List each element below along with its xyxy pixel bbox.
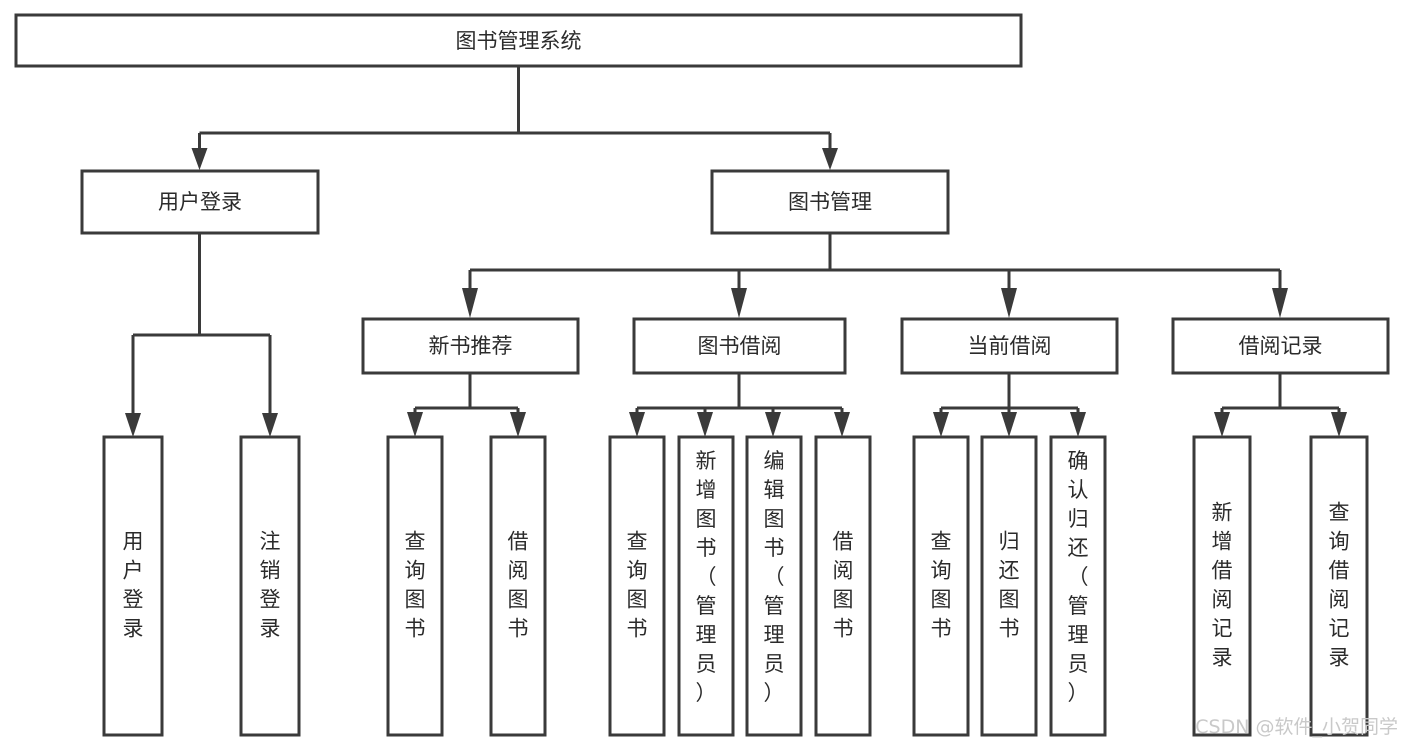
arrowhead-leaf-user-logout (262, 413, 278, 437)
node-book-manage-label: 图书管理 (788, 190, 872, 214)
node-user-login-label: 用户登录 (158, 190, 242, 214)
node-leaf-add-book-box[interactable] (677, 435, 735, 737)
arrowhead-new-book-rec (462, 288, 478, 318)
node-leaf-query-book-2-box[interactable] (608, 435, 666, 737)
node-leaf-add-record-label: 新增借阅记录 (1212, 501, 1233, 670)
node-user-login-box[interactable] (80, 169, 320, 235)
connectors-layer (125, 66, 1347, 437)
arrowhead-leaf-query-book-3 (933, 412, 949, 437)
node-leaf-add-book-label: 新增图书（管理员） (696, 449, 717, 705)
node-borrow-record-box[interactable] (1171, 317, 1390, 375)
node-leaf-edit-book-label: 编辑图书（管理员） (764, 449, 785, 705)
node-new-book-rec[interactable]: 新书推荐 (361, 317, 580, 375)
node-book-borrow-box[interactable] (632, 317, 847, 375)
node-leaf-user-login-label: 用户登录 (123, 530, 144, 641)
arrowhead-user-login (191, 148, 208, 170)
node-leaf-borrow-book-2[interactable]: 借阅图书 (814, 435, 872, 737)
node-leaf-user-logout-label: 注销登录 (260, 530, 281, 641)
node-book-manage-box[interactable] (710, 169, 950, 235)
node-leaf-return-book-box[interactable] (980, 435, 1038, 737)
node-leaf-user-logout[interactable]: 注销登录 (239, 435, 301, 737)
node-borrow-record[interactable]: 借阅记录 (1171, 317, 1390, 375)
node-borrow-record-label: 借阅记录 (1239, 334, 1323, 358)
node-leaf-user-login-box[interactable] (102, 435, 164, 737)
node-leaf-query-book-3[interactable]: 查询图书 (912, 435, 970, 737)
node-leaf-query-book-1-label: 查询图书 (405, 530, 426, 641)
arrowhead-leaf-confirm-return (1070, 412, 1086, 437)
node-new-book-rec-label: 新书推荐 (429, 334, 513, 358)
arrowhead-book-manage (822, 148, 838, 170)
node-leaf-add-record-box[interactable] (1192, 435, 1252, 737)
node-leaf-user-login[interactable]: 用户登录 (102, 435, 164, 737)
node-current-borrow-label: 当前借阅 (968, 334, 1052, 358)
node-leaf-borrow-book-2-label: 借阅图书 (833, 530, 854, 641)
node-leaf-query-book-1[interactable]: 查询图书 (386, 435, 444, 737)
arrowhead-leaf-add-book (697, 412, 713, 437)
node-leaf-confirm-return-label: 确认归还（管理员） (1068, 449, 1089, 705)
arrowhead-leaf-query-book-2 (629, 412, 645, 437)
node-leaf-return-book[interactable]: 归还图书 (980, 435, 1038, 737)
arrowhead-leaf-return-book (1001, 412, 1017, 437)
node-leaf-edit-book-box[interactable] (745, 435, 803, 737)
arrowhead-leaf-add-record (1214, 412, 1230, 437)
node-book-manage[interactable]: 图书管理 (710, 169, 950, 235)
node-current-borrow[interactable]: 当前借阅 (900, 317, 1119, 375)
node-leaf-query-book-3-label: 查询图书 (931, 530, 952, 641)
arrowhead-book-borrow (731, 288, 747, 318)
arrowhead-borrow-record (1272, 288, 1288, 318)
node-leaf-borrow-book-1[interactable]: 借阅图书 (489, 435, 547, 737)
csdn-watermark: CSDN @软件_小贺同学 (1195, 716, 1398, 738)
arrowhead-leaf-borrow-book-1 (510, 412, 526, 437)
arrowhead-leaf-query-book-1 (407, 412, 423, 437)
node-leaf-query-book-1-box[interactable] (386, 435, 444, 737)
node-leaf-user-logout-box[interactable] (239, 435, 301, 737)
node-current-borrow-box[interactable] (900, 317, 1119, 375)
node-leaf-confirm-return[interactable]: 确认归还（管理员） (1049, 435, 1107, 737)
node-user-login[interactable]: 用户登录 (80, 169, 320, 235)
node-leaf-add-record[interactable]: 新增借阅记录 (1192, 435, 1252, 737)
node-root[interactable]: 图书管理系统 (14, 13, 1023, 68)
node-leaf-confirm-return-box[interactable] (1049, 435, 1107, 737)
arrowhead-leaf-borrow-book-2 (834, 412, 850, 437)
node-leaf-query-record-box[interactable] (1309, 435, 1369, 737)
arrowhead-leaf-user-login (125, 413, 141, 437)
node-leaf-query-book-3-box[interactable] (912, 435, 970, 737)
node-leaf-edit-book[interactable]: 编辑图书（管理员） (745, 435, 803, 737)
node-leaf-query-record[interactable]: 查询借阅记录 (1309, 435, 1369, 737)
node-leaf-borrow-book-1-label: 借阅图书 (508, 530, 529, 641)
node-leaf-query-record-label: 查询借阅记录 (1329, 501, 1350, 670)
node-book-borrow-label: 图书借阅 (698, 334, 782, 358)
node-leaf-borrow-book-2-box[interactable] (814, 435, 872, 737)
node-leaf-return-book-label: 归还图书 (999, 530, 1020, 641)
node-leaf-query-book-2-label: 查询图书 (627, 530, 648, 641)
node-root-box[interactable] (14, 13, 1023, 68)
arrowhead-current-borrow (1001, 288, 1017, 318)
arrowhead-leaf-edit-book (765, 412, 781, 437)
node-book-borrow[interactable]: 图书借阅 (632, 317, 847, 375)
node-leaf-query-book-2[interactable]: 查询图书 (608, 435, 666, 737)
node-root-label: 图书管理系统 (456, 29, 582, 53)
node-leaf-add-book[interactable]: 新增图书（管理员） (677, 435, 735, 737)
node-leaf-borrow-book-1-box[interactable] (489, 435, 547, 737)
arrowhead-leaf-query-record (1331, 412, 1347, 437)
node-new-book-rec-box[interactable] (361, 317, 580, 375)
